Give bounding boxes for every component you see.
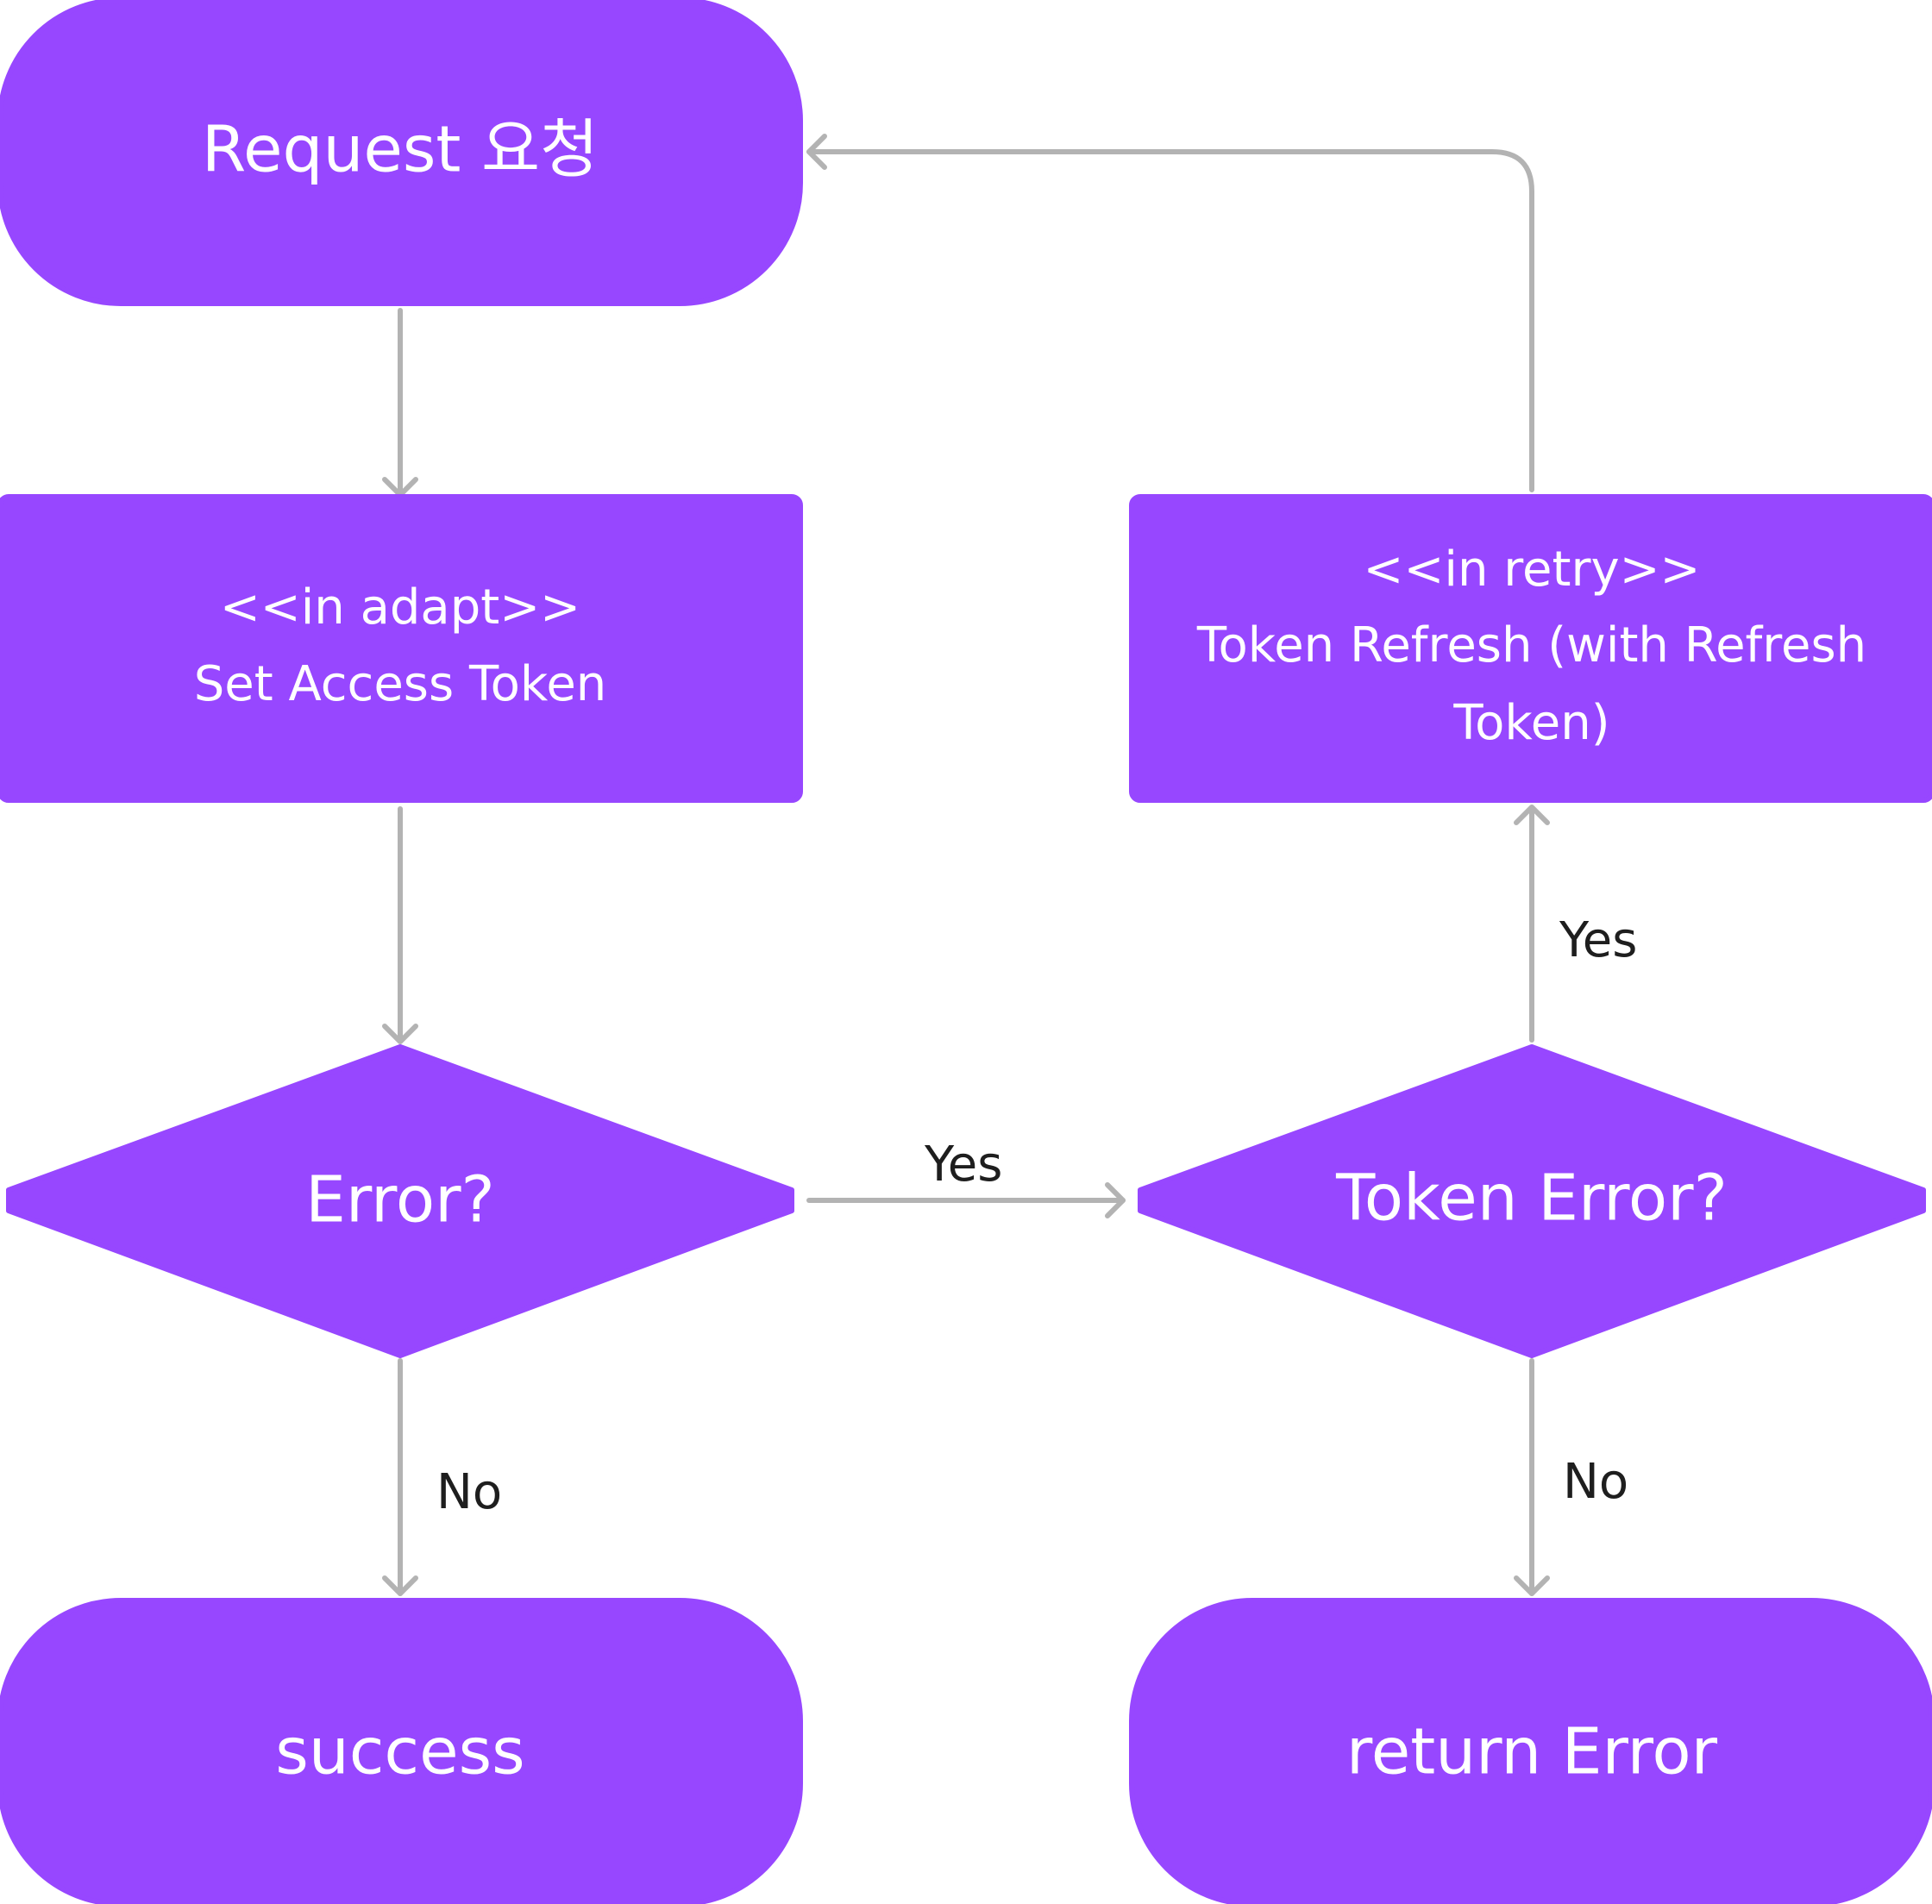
edge-error-to-token-error	[806, 1182, 1126, 1218]
edge-label-token-no: No	[1563, 1454, 1628, 1510]
edge-request-to-set-token	[382, 308, 418, 498]
node-token-error-label: Token Error?	[1335, 1162, 1728, 1236]
edge-set-token-to-error	[382, 806, 418, 1044]
edge-refresh-to-request	[806, 134, 1534, 492]
edge-label-error-no: No	[436, 1464, 502, 1520]
node-token-refresh-line-2: Token Refresh (with Refresh	[1196, 617, 1866, 673]
edge-token-error-to-return-error	[1514, 1358, 1550, 1596]
node-return-error-label: return Error	[1346, 1715, 1718, 1789]
node-request-label: Request 요청	[202, 113, 599, 187]
node-set-token-line-1: <<in adapt>>	[220, 579, 580, 636]
node-set-token-line-2: Set Access Token	[194, 656, 607, 712]
node-success-label: success	[275, 1715, 524, 1789]
node-token-refresh-line-3: Token)	[1452, 695, 1609, 751]
edges	[382, 134, 1550, 1596]
node-request[interactable]: Request 요청	[0, 0, 803, 306]
edge-label-token-yes: Yes	[1559, 912, 1637, 968]
edge-error-to-success	[382, 1358, 418, 1596]
node-token-refresh[interactable]: <<in retry>> Token Refresh (with Refresh…	[1129, 494, 1932, 803]
edge-token-error-to-refresh	[1514, 805, 1550, 1043]
node-token-refresh-line-1: <<in retry>>	[1364, 542, 1701, 598]
node-success[interactable]: success	[0, 1598, 803, 1904]
node-error-label: Error?	[305, 1163, 495, 1237]
edge-label-error-yes: Yes	[924, 1137, 1002, 1193]
node-return-error[interactable]: return Error	[1129, 1598, 1932, 1904]
node-token-error-decision[interactable]: Token Error?	[1138, 1044, 1926, 1358]
node-set-access-token[interactable]: <<in adapt>> Set Access Token	[0, 494, 803, 803]
node-error-decision[interactable]: Error?	[6, 1044, 794, 1358]
